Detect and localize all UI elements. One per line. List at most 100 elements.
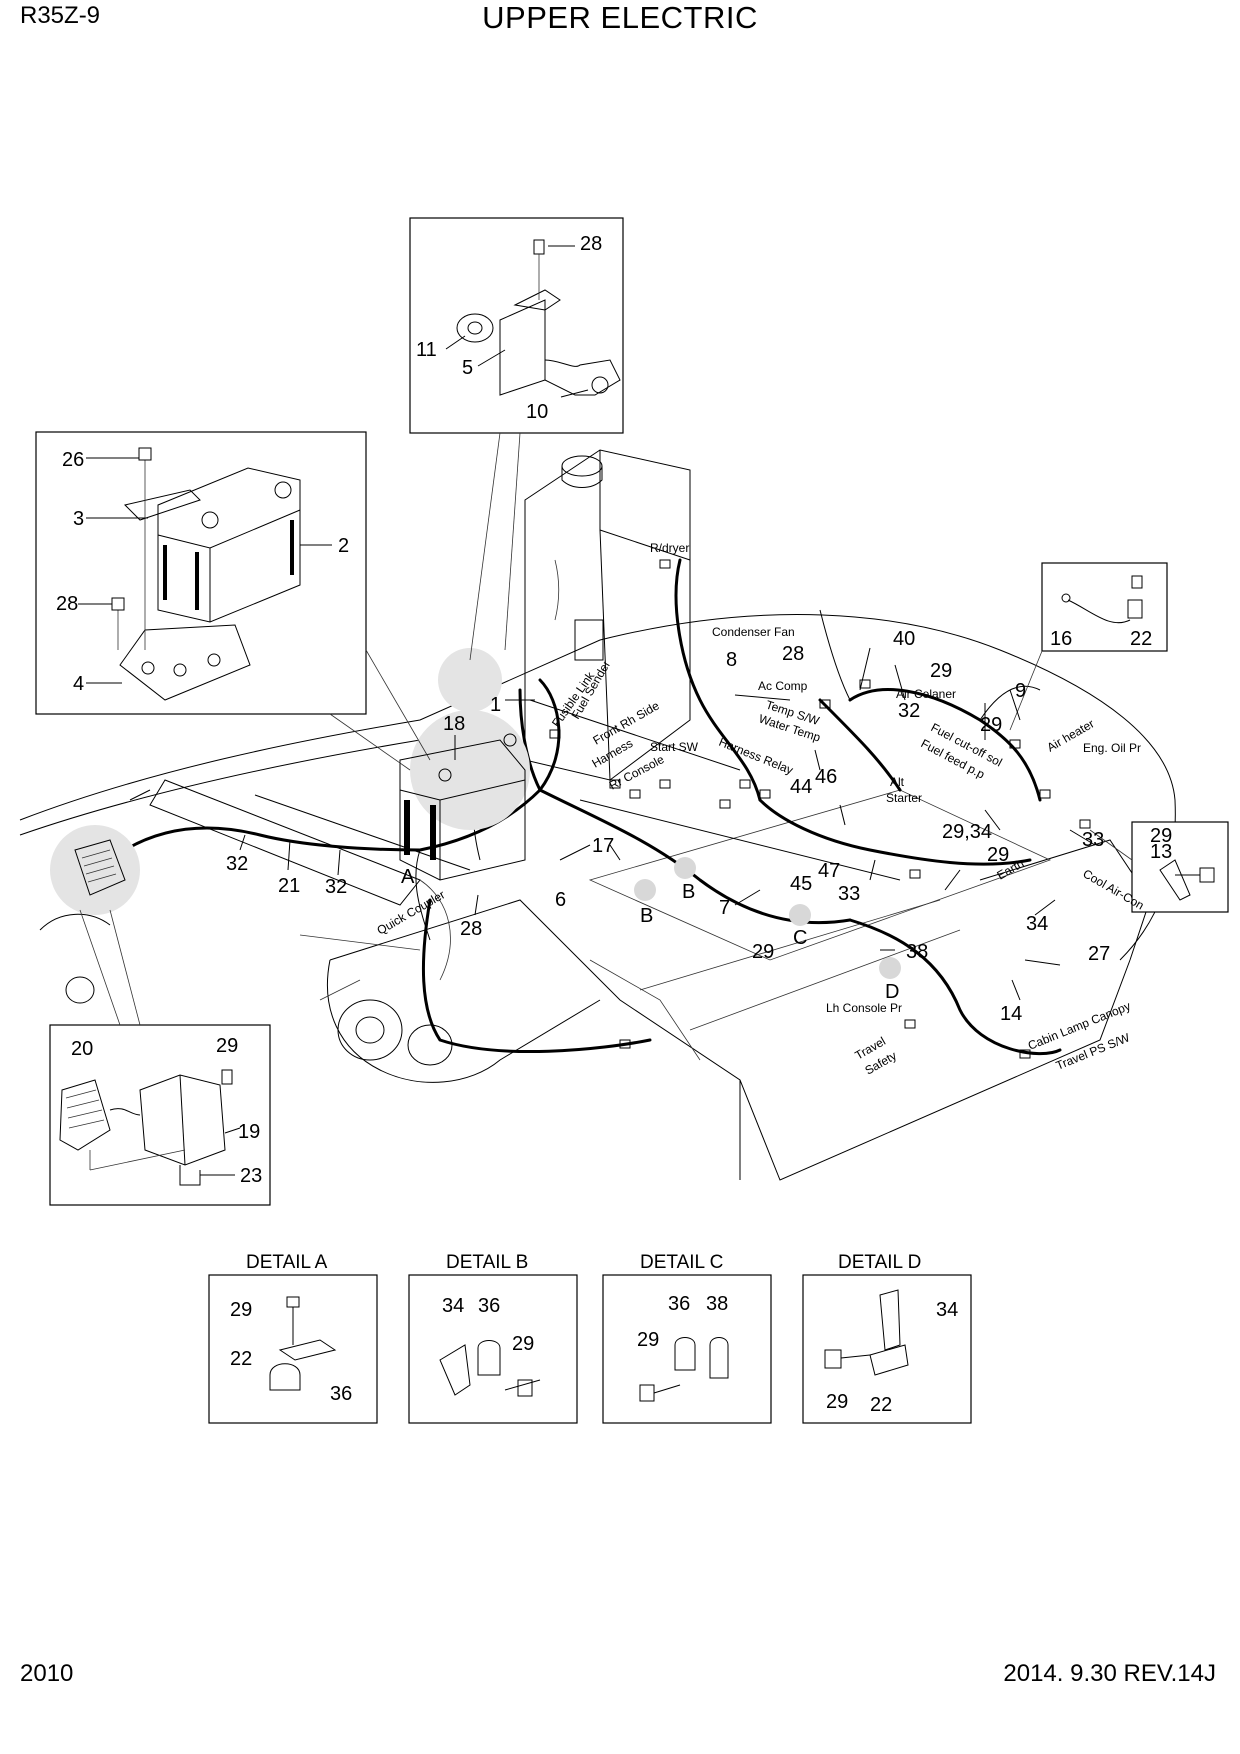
callout-9: 9 bbox=[1015, 680, 1026, 702]
label-eng-oil-pr: Eng. Oil Pr bbox=[1083, 741, 1141, 755]
callout-29: 29 bbox=[930, 660, 952, 682]
callout-7: 7 bbox=[719, 897, 730, 919]
callout-16: 16 bbox=[1050, 628, 1072, 650]
callout-14: 14 bbox=[1000, 1003, 1022, 1025]
callout-4: 4 bbox=[73, 673, 84, 695]
marker-b: B bbox=[682, 881, 695, 903]
callout-numbers: 28 11 5 10 26 3 2 28 4 1 18 8 28 40 29 9… bbox=[56, 233, 1172, 1187]
callout-29: 29 bbox=[980, 714, 1002, 736]
detail-b-34: 34 bbox=[442, 1295, 464, 1317]
detail-d-29: 29 bbox=[826, 1391, 848, 1413]
page-number: 2010 bbox=[20, 1660, 74, 1687]
page-title: UPPER ELECTRIC bbox=[482, 0, 758, 35]
callout-26: 26 bbox=[62, 449, 84, 471]
callout-32: 32 bbox=[325, 876, 347, 898]
detail-a-36: 36 bbox=[330, 1383, 352, 1405]
battery-inset bbox=[35, 431, 367, 715]
bracket-13-inset bbox=[1131, 821, 1229, 913]
callout-47: 47 bbox=[818, 860, 840, 882]
detail-a-29: 29 bbox=[230, 1299, 252, 1321]
callout-29: 29 bbox=[216, 1035, 238, 1057]
callout-5: 5 bbox=[462, 357, 473, 379]
callout-34: 34 bbox=[1026, 913, 1048, 935]
callout-28: 28 bbox=[56, 593, 78, 615]
callout-40: 40 bbox=[893, 628, 915, 650]
callout-3: 3 bbox=[73, 508, 84, 530]
work-lamp-installed bbox=[74, 839, 126, 896]
leader-lines bbox=[79, 432, 1133, 1026]
detail-b-title: DETAIL B bbox=[446, 1252, 528, 1273]
fuel-tank bbox=[524, 449, 691, 781]
callout-10: 10 bbox=[526, 401, 548, 423]
detail-d-title: DETAIL D bbox=[838, 1252, 921, 1273]
callout-17: 17 bbox=[592, 835, 614, 857]
callout-32: 32 bbox=[898, 700, 920, 722]
callout-28: 28 bbox=[782, 643, 804, 665]
callout-28: 28 bbox=[580, 233, 602, 255]
callout-22: 22 bbox=[1130, 628, 1152, 650]
detail-d-box bbox=[802, 1274, 972, 1424]
work-lamp-inset bbox=[49, 1024, 271, 1206]
label-rdryer: R/dryer bbox=[650, 541, 689, 555]
marker-c: C bbox=[793, 927, 807, 949]
callout-23: 23 bbox=[240, 1165, 262, 1187]
callout-44: 44 bbox=[790, 776, 812, 798]
detail-markers: A B B C D bbox=[401, 866, 899, 1003]
callout-32: 32 bbox=[226, 853, 248, 875]
callout-38: 38 bbox=[906, 941, 928, 963]
callout-28: 28 bbox=[460, 918, 482, 940]
callout-11: 11 bbox=[416, 339, 437, 361]
callout-29: 29 bbox=[752, 941, 774, 963]
detail-b-36: 36 bbox=[478, 1295, 500, 1317]
label-starter: Starter bbox=[886, 791, 922, 805]
marker-d: D bbox=[885, 981, 899, 1003]
callout-29: 29 bbox=[1150, 825, 1172, 847]
detail-c-36: 36 bbox=[668, 1293, 690, 1315]
detail-b-box bbox=[408, 1274, 578, 1424]
label-alt: Alt bbox=[890, 775, 905, 789]
label-harness-relay: Harness Relay bbox=[717, 735, 795, 777]
detail-a-title: DETAIL A bbox=[246, 1252, 328, 1273]
wire-16-inset bbox=[1041, 562, 1168, 652]
marker-a: A bbox=[401, 866, 415, 888]
callout-13: 13 bbox=[1150, 841, 1172, 863]
callout-33: 33 bbox=[838, 883, 860, 905]
callout-20: 20 bbox=[71, 1038, 93, 1060]
label-quick-coupler: Quick Coupler bbox=[375, 887, 448, 937]
model-number: R35Z-9 bbox=[20, 2, 101, 29]
part-leaders bbox=[239, 647, 1096, 1001]
detail-a-22: 22 bbox=[230, 1348, 252, 1370]
callout-29-34: 29,34 bbox=[942, 821, 992, 843]
callout-2: 2 bbox=[338, 535, 349, 557]
harness-connectors bbox=[549, 559, 1091, 1059]
callout-1: 1 bbox=[490, 694, 501, 716]
relay-inset bbox=[409, 217, 624, 434]
label-air-celaner: Air Celaner bbox=[896, 687, 956, 701]
callout-29: 29 bbox=[987, 844, 1009, 866]
detail-a-box bbox=[208, 1274, 378, 1424]
battery-installed bbox=[399, 733, 526, 881]
callout-46: 46 bbox=[815, 766, 837, 788]
detail-c-box bbox=[602, 1274, 772, 1424]
callout-33: 33 bbox=[1082, 829, 1104, 851]
callout-45: 45 bbox=[790, 873, 812, 895]
label-lh-console-pr: Lh Console Pr bbox=[826, 1001, 902, 1015]
label-start-sw: Start SW bbox=[650, 740, 699, 754]
detail-b-29: 29 bbox=[512, 1333, 534, 1355]
detail-c-title: DETAIL C bbox=[640, 1252, 723, 1273]
detail-d-34: 34 bbox=[936, 1299, 958, 1321]
callout-6: 6 bbox=[555, 889, 566, 911]
label-ac-comp: Ac Comp bbox=[758, 679, 808, 693]
detail-c-38: 38 bbox=[706, 1293, 728, 1315]
callout-27: 27 bbox=[1088, 943, 1110, 965]
callout-21: 21 bbox=[278, 875, 300, 897]
marker-b: B bbox=[640, 905, 653, 927]
callout-18: 18 bbox=[443, 713, 465, 735]
detail-d-22: 22 bbox=[870, 1394, 892, 1416]
callout-19: 19 bbox=[238, 1121, 260, 1143]
callout-8: 8 bbox=[726, 649, 737, 671]
revision-stamp: 2014. 9.30 REV.14J bbox=[1003, 1660, 1216, 1687]
detail-c-29: 29 bbox=[637, 1329, 659, 1351]
